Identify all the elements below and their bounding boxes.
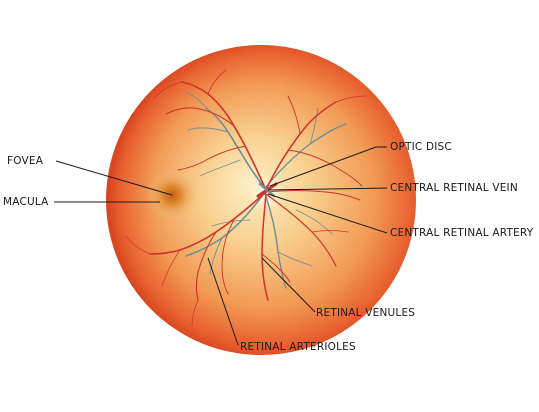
leader-lines: [54, 146, 388, 346]
fovea-label: FOVEA: [7, 155, 44, 167]
central-vessels: [256, 182, 278, 198]
retinal-arterioles-leader: [207, 257, 239, 346]
fovea-leader: [55, 160, 173, 196]
retinal-arterioles-label: RETINAL ARTERIOLES: [240, 341, 356, 353]
retinal-venules-label: RETINAL VENULES: [316, 307, 416, 319]
optic-disc-leader: [269, 146, 387, 187]
retinal-veins: [185, 91, 347, 289]
central-retinal-vein-leader: [267, 187, 388, 191]
retinal-venules-leader: [261, 257, 316, 313]
macula-label: MACULA: [3, 196, 49, 208]
retinal-arteries: [125, 69, 367, 327]
central-retinal-artery-leader: [267, 193, 388, 234]
central-retinal-artery-label: CENTRAL RETINAL ARTERY: [390, 227, 534, 239]
central-retinal-vein-label: CENTRAL RETINAL VEIN: [390, 182, 518, 194]
optic-disc-label: OPTIC DISC: [390, 141, 452, 153]
